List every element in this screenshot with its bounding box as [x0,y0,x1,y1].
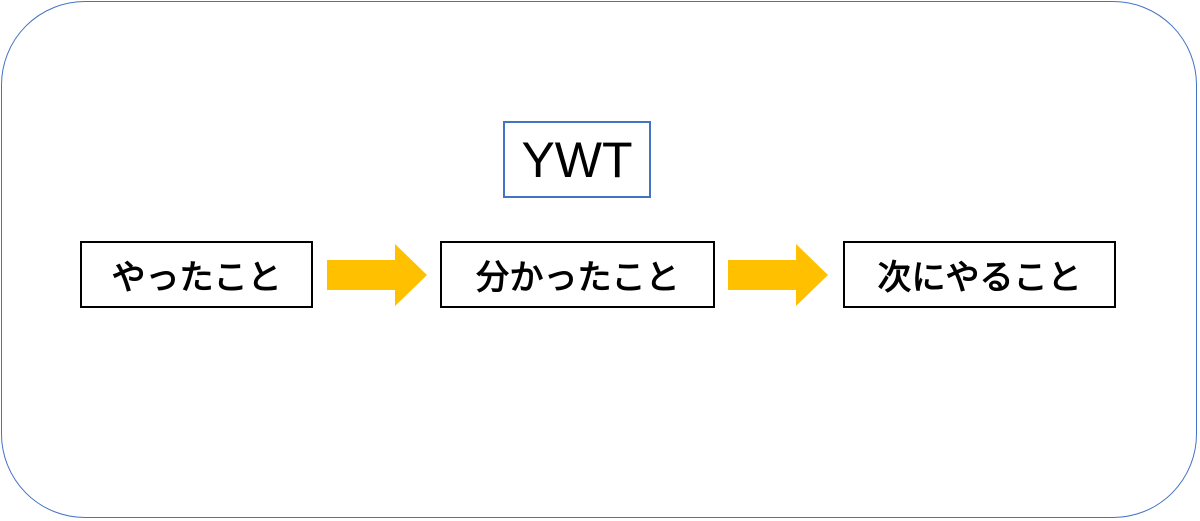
step-box-tsugi-ni-yaru-koto: 次にやること [843,241,1116,308]
step-box-yatta-koto: やったこと [80,241,313,308]
right-arrow-icon [728,244,828,306]
right-arrow-icon [327,244,427,306]
right-arrow-shape [327,244,427,306]
step-box-wakatta-koto: 分かったこと [440,241,715,308]
right-arrow-shape [728,244,828,306]
diagram-title: YWT [503,121,651,198]
